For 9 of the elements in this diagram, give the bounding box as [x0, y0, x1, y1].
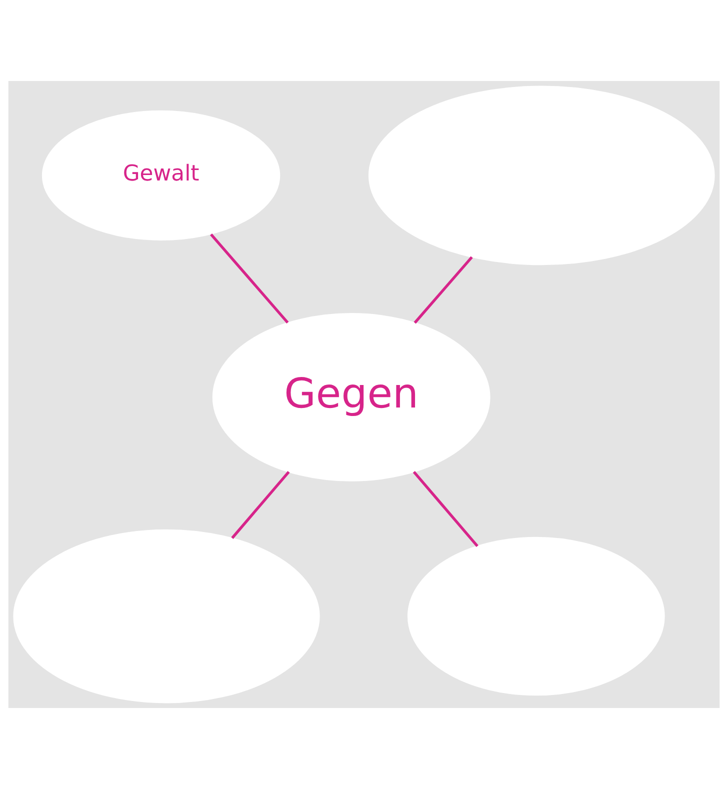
node-ellipse: [407, 536, 665, 696]
connector: [414, 256, 473, 324]
node-ellipse: Gegen: [212, 313, 490, 482]
connector: [231, 470, 290, 539]
connector: [210, 233, 289, 324]
node-ellipse: [368, 86, 715, 266]
connector: [412, 470, 478, 548]
node-ellipse: [13, 529, 320, 704]
node-ellipse: Gewalt: [42, 110, 280, 240]
